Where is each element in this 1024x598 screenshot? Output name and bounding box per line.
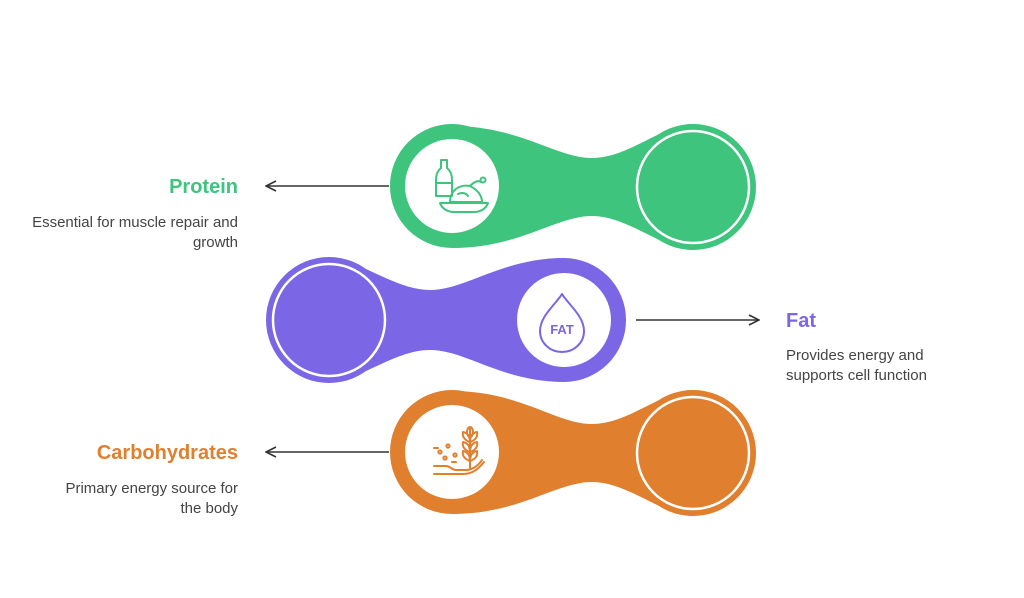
carbohydrates-big-circle: [630, 390, 756, 516]
protein-connector: [452, 124, 693, 250]
protein-description: Essential for muscle repair and growth: [32, 214, 238, 251]
protein-big-circle: [630, 124, 756, 250]
carbohydrates-icon-circle: [390, 390, 514, 514]
fat-title: Fat: [786, 310, 816, 332]
fat-icon-circle: [502, 258, 626, 382]
fat-drop-icon: FAT: [539, 293, 585, 353]
fat-icon-label: FAT: [550, 322, 574, 337]
carbohydrates-title: Carbohydrates: [96, 442, 238, 464]
chicken-plate-icon: [435, 159, 489, 213]
fat-description: Provides energy and supports cell functi…: [786, 347, 927, 384]
wheat-grain-icon: [433, 426, 485, 475]
carbohydrates-connector: [452, 390, 693, 516]
fat-big-circle: [266, 257, 392, 383]
carbohydrates-description: Primary energy source for the body: [65, 480, 238, 517]
fat-connector: [329, 258, 564, 382]
protein-title: Protein: [169, 176, 238, 198]
